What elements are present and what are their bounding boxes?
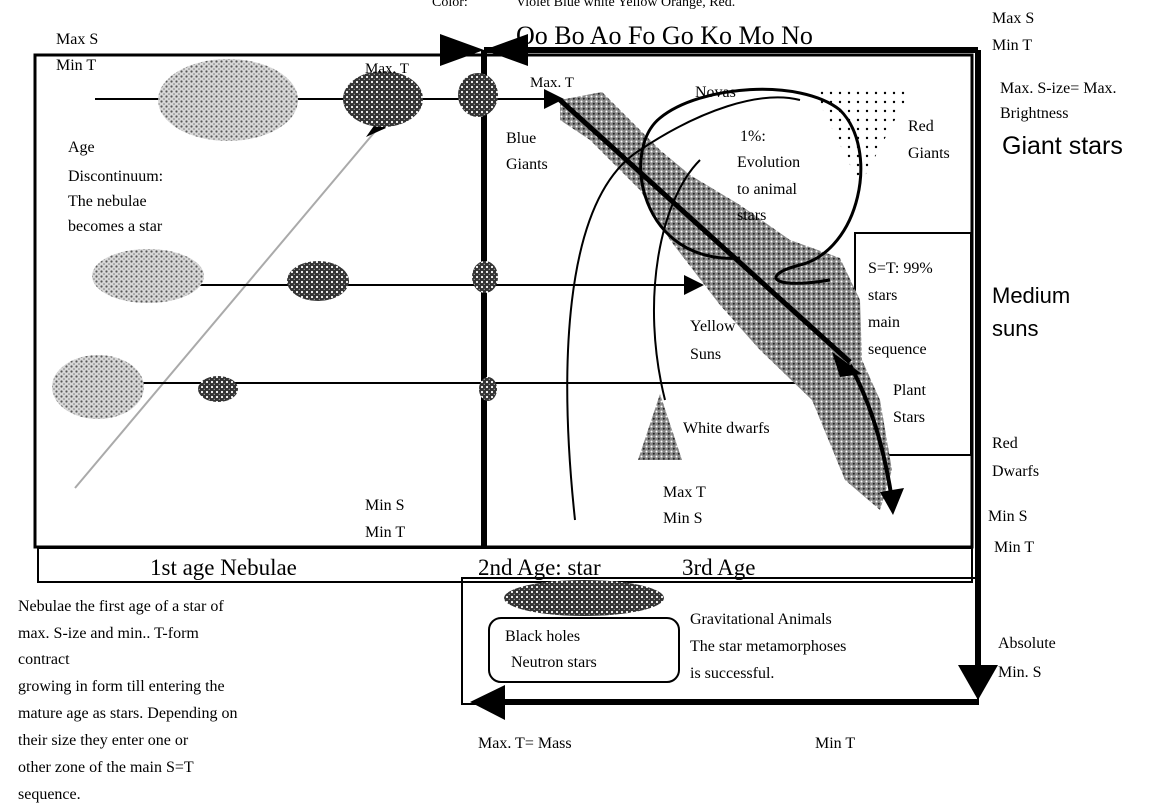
giant-stars-label: Giant stars xyxy=(1002,132,1123,160)
main-frame xyxy=(33,34,998,720)
bottom-right-min-s: Min S xyxy=(988,508,1028,525)
gravitational-2: The star metamorphoses xyxy=(690,638,846,655)
evolution-3: to animal xyxy=(737,181,798,198)
novas-label: Novas xyxy=(695,84,736,101)
bottom-center-max-t: Max T xyxy=(663,484,706,501)
large-nebula-middle xyxy=(92,249,204,303)
age-label-1: Age xyxy=(68,139,95,156)
first-age-label: 1st age Nebulae xyxy=(150,555,297,580)
main-sequence-2: stars xyxy=(868,287,897,304)
black-holes-box xyxy=(488,617,680,683)
red-giants-1: Red xyxy=(908,118,934,135)
large-nebula-top xyxy=(158,59,298,141)
star-bottom xyxy=(479,377,497,401)
note-line-1: Nebulae the first age of a star of xyxy=(18,598,224,615)
bottom-mid-min-t: Min T xyxy=(365,524,405,541)
main-sequence-4: sequence xyxy=(868,341,927,358)
evolution-2: Evolution xyxy=(737,154,800,171)
gravitational-1: Gravitational Animals xyxy=(690,611,832,628)
max-t-giants-label: Max. T xyxy=(530,75,574,91)
blue-giants-2: Giants xyxy=(506,156,548,173)
size-brightness-1: Max. S-ize= Max. xyxy=(1000,80,1117,97)
red-dwarfs-1: Red xyxy=(992,435,1018,452)
color-values: Violet Blue white Yellow Orange, Red. xyxy=(516,0,735,10)
contracting-nebula-top xyxy=(343,71,423,127)
evolution-loop xyxy=(639,87,863,285)
age-diagonal-line xyxy=(74,127,379,489)
top-right-max-s: Max S xyxy=(992,10,1034,27)
note-line-3: contract xyxy=(18,651,70,668)
contracting-nebula-middle xyxy=(287,261,349,301)
second-age-label: 2nd Age: star xyxy=(478,555,601,580)
spectral-classes: Oo Bo Ao Fo Go Ko Mo No xyxy=(516,21,813,50)
note-line-8: sequence. xyxy=(18,786,81,803)
white-dwarfs-label: White dwarfs xyxy=(683,420,770,437)
note-line-4: growing in form till entering the xyxy=(18,678,225,695)
main-sequence-arrow xyxy=(558,98,852,364)
gravitational-3: is successful. xyxy=(690,665,774,682)
nebulae-note: Nebulae the first age of a star of max. … xyxy=(18,598,237,803)
black-hole-ellipse xyxy=(504,580,664,616)
bottom-mid-min-s: Min S xyxy=(365,497,405,514)
large-nebula-bottom xyxy=(52,355,144,419)
top-left-max-s: Max S xyxy=(56,31,98,48)
main-sequence-band xyxy=(560,92,892,510)
stars-label: Stars xyxy=(893,409,925,426)
note-line-6: their size they enter one or xyxy=(18,732,189,749)
age-label-4: becomes a star xyxy=(68,218,163,235)
main-sequence-3: main xyxy=(868,314,900,331)
nebula-rows xyxy=(52,59,824,419)
contracting-nebula-bottom xyxy=(198,376,238,402)
red-giants-zone xyxy=(812,88,912,185)
absolute-label: Absolute xyxy=(998,635,1056,652)
age-label-3: The nebulae xyxy=(68,193,147,210)
note-line-2: max. S-ize and min.. T-form xyxy=(18,625,199,642)
color-label: Color: xyxy=(432,0,468,10)
neutron-stars-label: Neutron stars xyxy=(511,654,597,671)
bottom-right-min-t: Min T xyxy=(994,539,1034,556)
age-label-2: Discontinuum: xyxy=(68,168,163,185)
red-giants-2: Giants xyxy=(908,145,950,162)
red-dwarfs-2: Dwarfs xyxy=(992,463,1039,480)
white-dwarfs-triangle xyxy=(638,394,682,460)
medium-label: Medium xyxy=(992,283,1070,308)
star-middle xyxy=(472,261,498,293)
evolution-4: stars xyxy=(737,207,766,224)
note-line-7: other zone of the main S=T xyxy=(18,759,194,776)
blue-giants-1: Blue xyxy=(506,130,536,147)
min-t-label: Min T xyxy=(815,735,855,752)
star-top xyxy=(458,73,498,117)
main-sequence-1: S=T: 99% xyxy=(868,260,933,277)
suns-label: suns xyxy=(992,316,1038,341)
plant-label: Plant xyxy=(893,382,926,399)
third-age-label: 3rd Age xyxy=(682,555,755,580)
top-left-min-t: Min T xyxy=(56,57,96,74)
max-t-label: Max. T xyxy=(365,61,409,77)
black-holes-label: Black holes xyxy=(505,628,580,645)
size-brightness-2: Brightness xyxy=(1000,105,1068,122)
yellow-label: Yellow xyxy=(690,318,736,335)
evolution-1: 1%: xyxy=(740,128,766,145)
bottom-center-min-s: Min S xyxy=(663,510,703,527)
top-right-min-t: Min T xyxy=(992,37,1032,54)
absolute-min-s: Min. S xyxy=(998,664,1042,681)
suns-small-label: Suns xyxy=(690,346,721,363)
note-line-5: mature age as stars. Depending on xyxy=(18,705,237,722)
max-t-mass-label: Max. T= Mass xyxy=(478,735,572,752)
